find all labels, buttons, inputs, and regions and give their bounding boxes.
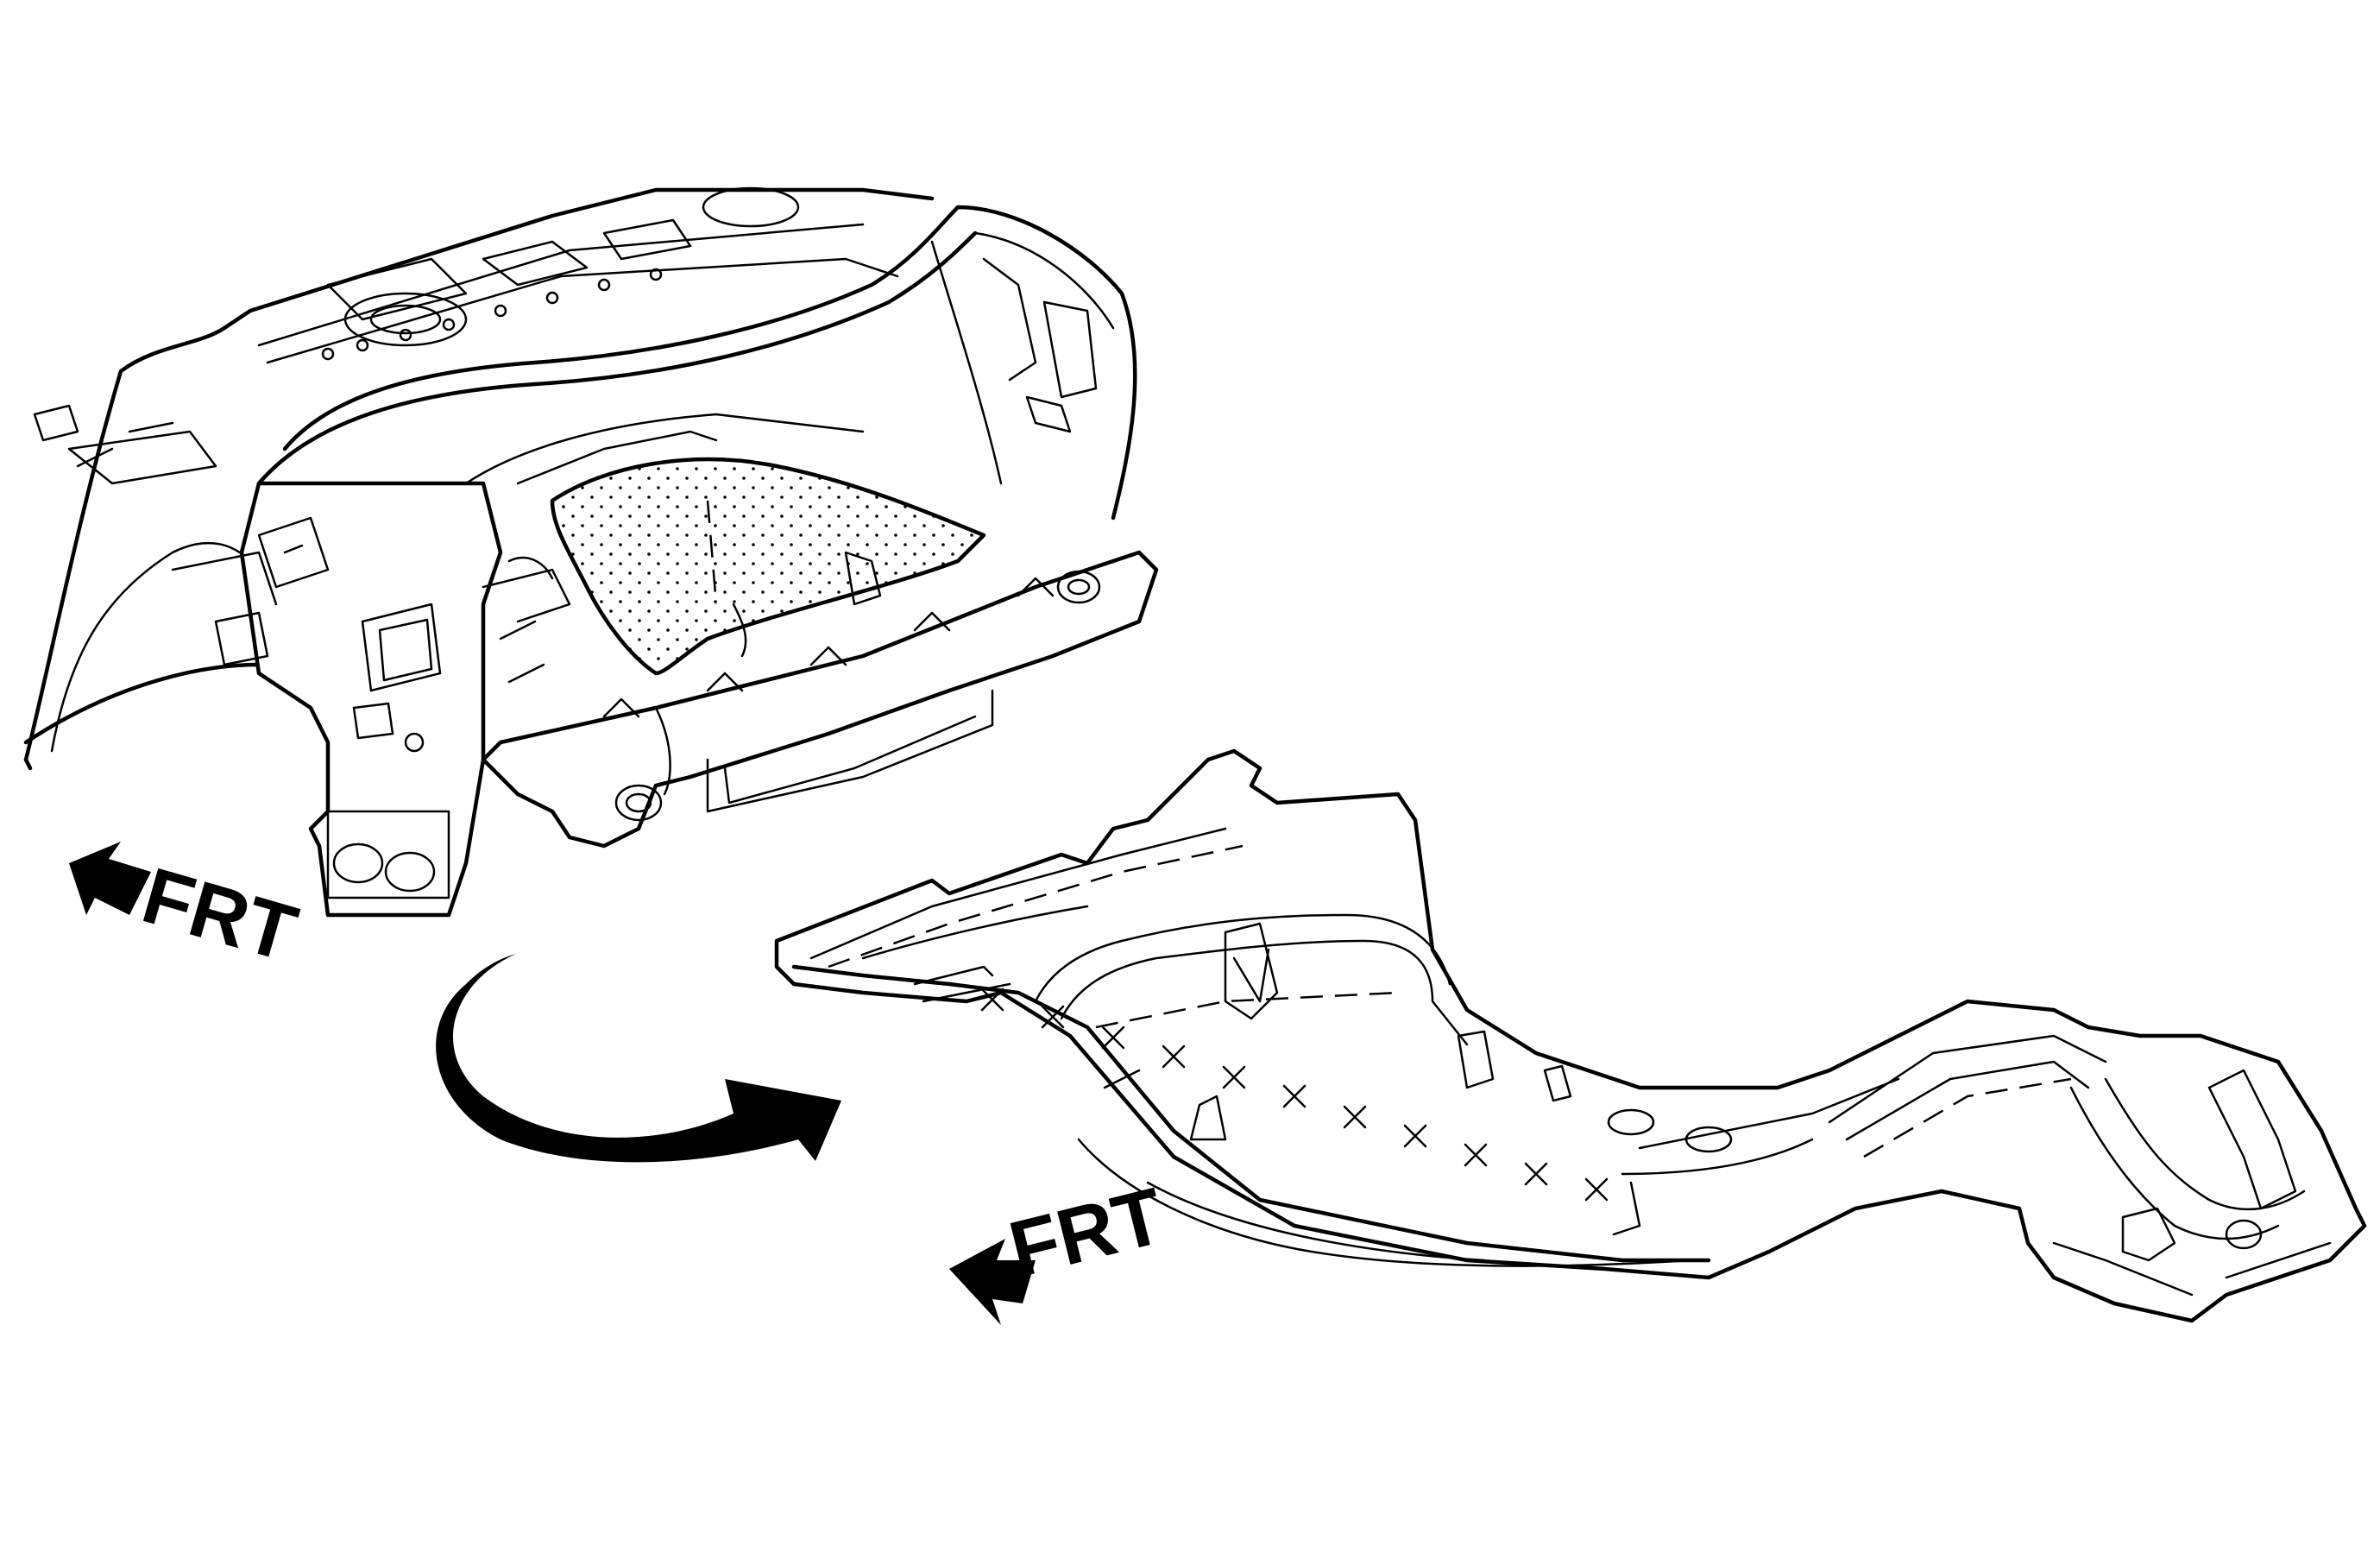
rotation-arrow (436, 954, 841, 1163)
x-mark-icon (1222, 1065, 1246, 1089)
front-arrow-lower: FRT (949, 1171, 1172, 1325)
weld-marks (980, 988, 1609, 1202)
arrow-left-icon (949, 1239, 1036, 1325)
curved-arrow-icon (436, 954, 841, 1163)
rear-floor-pan (774, 748, 2367, 1323)
frt-label-upper: FRT (133, 851, 305, 978)
x-mark-icon (1403, 1124, 1427, 1148)
x-mark-icon (1464, 1143, 1488, 1167)
shelf-holes (321, 268, 663, 361)
x-mark-icon (980, 988, 1004, 1012)
end-panel-tabs (602, 577, 1055, 718)
x-mark-icon (1524, 1162, 1548, 1186)
arrow-left-icon (69, 842, 151, 915)
x-mark-icon (1584, 1177, 1609, 1202)
x-mark-icon (1041, 1005, 1065, 1029)
frt-label-lower: FRT (1001, 1171, 1172, 1294)
x-mark-icon (1101, 1025, 1125, 1050)
rear-body-structure (23, 186, 1159, 918)
front-arrow-upper: FRT (69, 842, 306, 979)
x-mark-icon (1162, 1044, 1186, 1069)
x-mark-icon (1282, 1084, 1306, 1108)
trunk-floor (550, 457, 986, 676)
x-mark-icon (1343, 1105, 1367, 1129)
